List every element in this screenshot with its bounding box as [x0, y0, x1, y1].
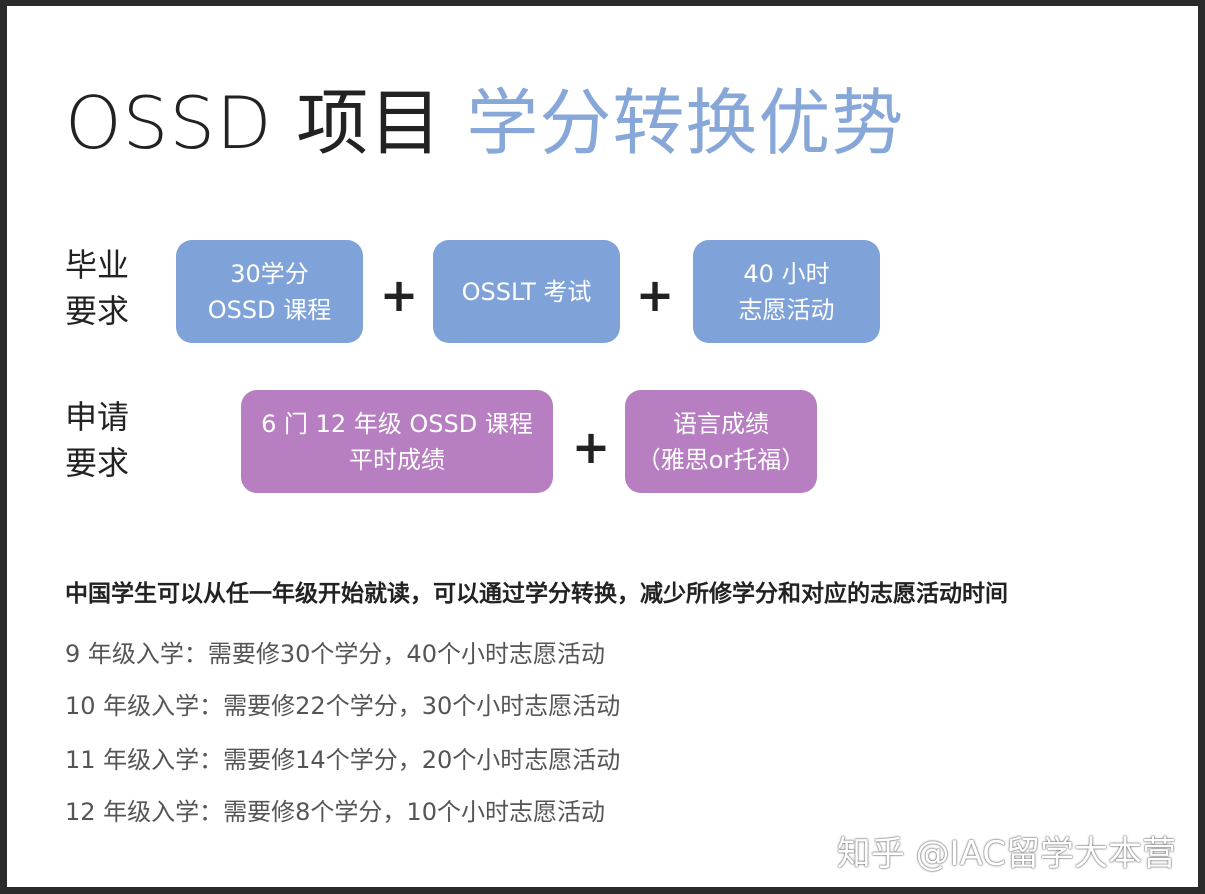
language-score-box-line1: 语言成绩: [673, 409, 769, 438]
volunteer-box-line1: 40 小时: [743, 259, 830, 288]
language-score-box-line2: （雅思or托福）: [636, 445, 806, 474]
graduation-label-line1: 毕业: [65, 246, 130, 284]
grade-10-line: 10 年级入学：需要修22个学分，30个小时志愿活动: [65, 692, 621, 720]
language-score-box: 语言成绩 （雅思or托福）: [625, 390, 817, 493]
grade-11-line: 11 年级入学：需要修14个学分，20个小时志愿活动: [65, 746, 621, 774]
application-label: 申请 要求: [65, 394, 145, 486]
graduation-label-line2: 要求: [65, 292, 130, 330]
plus-sign: +: [635, 268, 675, 322]
credit-transfer-note: 中国学生可以从任一年级开始就读，可以通过学分转换，减少所修学分和对应的志愿活动时…: [65, 581, 1008, 607]
application-label-line1: 申请: [65, 398, 130, 436]
volunteer-box-line2: 志愿活动: [738, 295, 835, 324]
watermark: 知乎 @IAC留学大本营: [836, 834, 1176, 874]
plus-sign: +: [571, 420, 611, 474]
osslt-box: OSSLT 考试: [433, 240, 620, 343]
grade12-courses-box-line2: 平时成绩: [349, 445, 445, 474]
credits-box-line2: OSSD 课程: [207, 295, 332, 324]
grade-12-line: 12 年级入学：需要修8个学分，10个小时志愿活动: [65, 798, 605, 826]
title-prefix: OSSD 项目: [65, 81, 443, 165]
osslt-box-line1: OSSLT 考试: [461, 277, 592, 306]
page-title: OSSD 项目学分转换优势: [65, 78, 904, 168]
volunteer-box: 40 小时 志愿活动: [693, 240, 880, 343]
graduation-label: 毕业 要求: [65, 242, 145, 334]
credits-box: 30学分 OSSD 课程: [176, 240, 363, 343]
title-accent: 学分转换优势: [466, 81, 905, 165]
slide: OSSD 项目学分转换优势 毕业 要求 30学分 OSSD 课程 + OSSLT…: [7, 6, 1198, 887]
application-label-line2: 要求: [65, 444, 130, 482]
grade-9-line: 9 年级入学：需要修30个学分，40个小时志愿活动: [65, 640, 605, 668]
grade12-courses-box-line1: 6 门 12 年级 OSSD 课程: [261, 409, 533, 438]
credits-box-line1: 30学分: [230, 259, 309, 288]
grade12-courses-box: 6 门 12 年级 OSSD 课程 平时成绩: [241, 390, 553, 493]
plus-sign: +: [379, 268, 419, 322]
